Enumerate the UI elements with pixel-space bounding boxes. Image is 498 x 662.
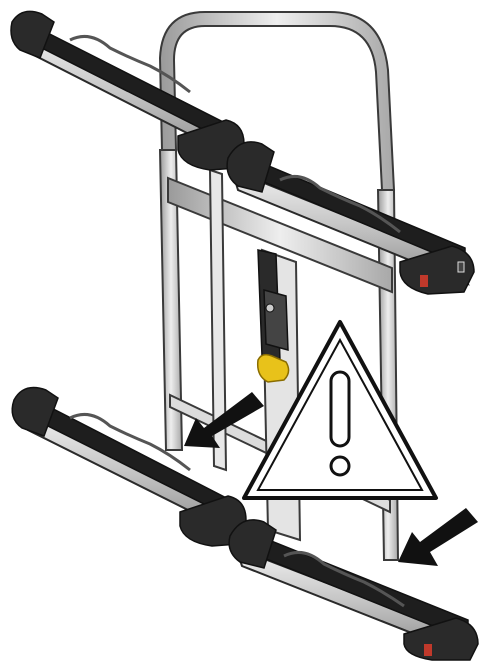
exclamation-dot-icon [329,455,351,477]
lower-carrier-bar-right [228,519,479,661]
latch-mechanism [256,249,290,383]
upper-carrier-bar-left [10,10,245,171]
arrow-right-icon [398,508,478,566]
frame-inner-rail [208,168,228,472]
warning-triangle [242,320,438,500]
end-cap-left [228,519,277,569]
lower-carrier-bar-left [11,386,247,547]
end-cap-right [403,617,479,661]
tail-light [420,275,428,287]
end-cap-left [10,10,55,59]
tail-light [424,644,432,656]
frame-crossbar [167,176,393,294]
end-cap-left [11,386,59,437]
tail-light [457,261,465,273]
yellow-handle [256,353,290,383]
end-cap-left [226,141,275,193]
exclamation-icon [329,370,351,448]
frame-left-post [158,149,184,451]
upper-carrier-bar-right [226,141,475,295]
end-cap-right [399,245,475,295]
arrow-left-icon [184,392,264,448]
